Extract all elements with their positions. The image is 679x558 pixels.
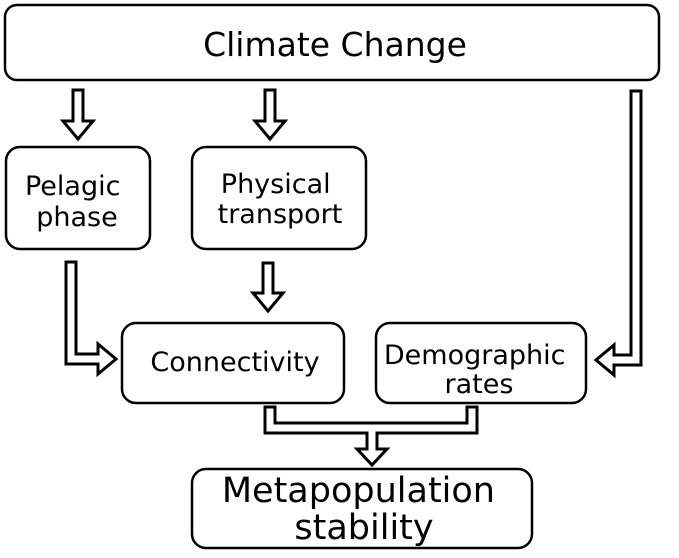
node-connectivity-box	[120, 321, 346, 405]
node-pelagic-phase-box	[4, 145, 152, 251]
arrow-pelagic-to-connectivity	[64, 260, 119, 378]
node-metapopulation-stability-box	[190, 467, 534, 550]
node-metapopulation-stability-label: Metapopulation stability	[222, 471, 506, 548]
node-physical-transport-box	[190, 145, 368, 251]
arrow-transport-to-connectivity	[249, 261, 287, 314]
arrow-merge-to-metapopulation	[263, 405, 479, 468]
node-connectivity-label: Connectivity	[150, 347, 319, 378]
node-demographic-rates-label: Demographic rates	[384, 340, 574, 400]
node-climate-change-label: Climate Change	[203, 25, 467, 64]
node-pelagic-phase-label: Pelagic phase	[25, 171, 129, 233]
node-physical-transport-label: Physical transport	[218, 169, 343, 230]
node-demographic-rates-box	[374, 321, 588, 405]
arrow-climate-to-transport	[251, 88, 289, 142]
arrow-climate-to-pelagic	[59, 88, 97, 142]
arrow-climate-to-demographic	[593, 89, 643, 379]
node-climate-change-box	[3, 3, 661, 82]
